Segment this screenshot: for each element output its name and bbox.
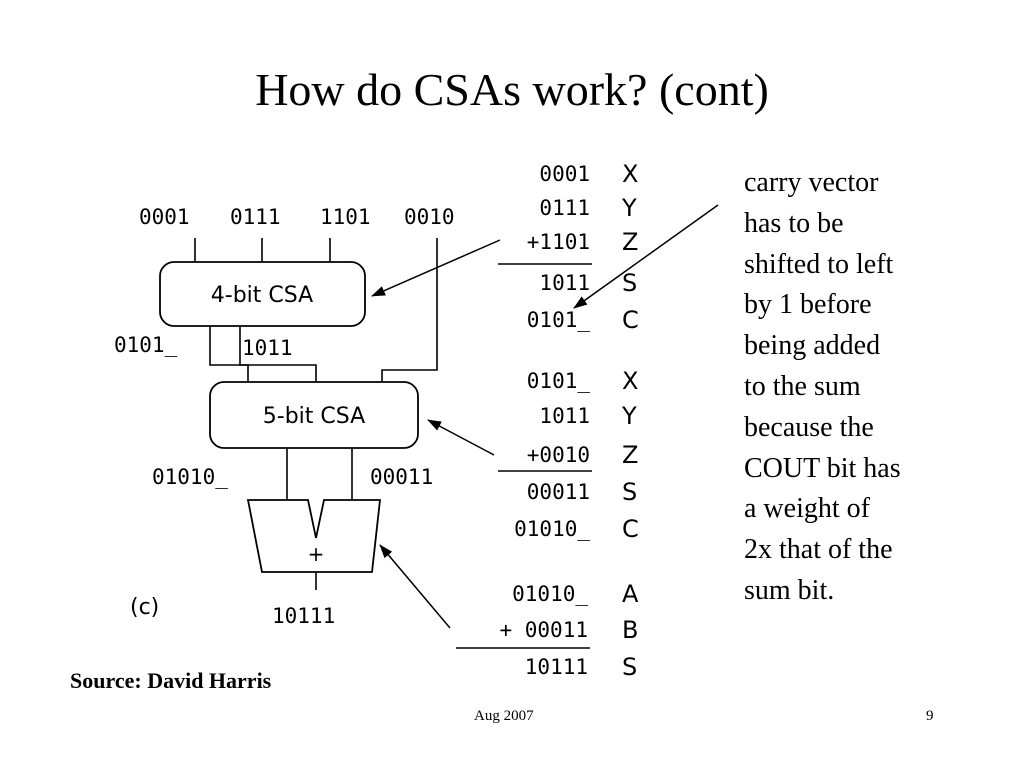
eq2-z-var: Z [622, 441, 638, 469]
csa-4bit-block [159, 261, 366, 327]
csa2-sum-out: 00011 [370, 465, 433, 489]
eq2-z-value: +0010 [527, 443, 590, 467]
arrow-caption-to-carry [573, 204, 719, 309]
eq3-b-var: B [622, 616, 638, 644]
footer-date: Aug 2007 [474, 708, 534, 724]
eq2-s-var: S [622, 478, 637, 506]
eq1-z-value: +1101 [527, 230, 590, 254]
arrow-to-adder [379, 544, 451, 629]
panel-label: (c) [130, 595, 159, 620]
eq1-c-value: 0101_ [527, 308, 591, 332]
eq3-s-value: 10111 [525, 655, 588, 679]
page-number: 9 [926, 708, 934, 724]
eq1-s-var: S [622, 269, 637, 297]
caption-line: shifted to left [744, 248, 894, 280]
csa1-sum-out: 1011 [242, 336, 293, 360]
caption-line: carry vector [744, 167, 879, 198]
eq1-x-value: 0001 [539, 162, 590, 186]
final-adder-block [246, 499, 382, 573]
csa2-carry-out: 01010_ [152, 465, 228, 489]
input-1101: 1101 [320, 205, 371, 229]
caption-line: sum bit. [744, 574, 835, 606]
csa-4bit-label: 4-bit CSA [211, 283, 313, 308]
eq2-y-var: Y [621, 402, 637, 430]
eq2-x-var: X [622, 367, 638, 395]
adder-result: 10111 [272, 604, 335, 628]
caption-text: carry vector has to be shifted to left b… [744, 163, 954, 612]
csa1-carry-out: 0101_ [114, 333, 178, 357]
adder-plus-symbol: + [308, 542, 325, 566]
caption-line: to the sum [744, 370, 861, 402]
eq3-s-var: S [622, 653, 637, 681]
slide-title: How do CSAs work? (cont) [255, 64, 769, 115]
caption-line: has to be [744, 207, 844, 239]
eq1-y-value: 0111 [539, 196, 590, 220]
csa2-output-wires [286, 448, 353, 500]
source-credit: Source: David Harris [70, 668, 272, 693]
csa-5bit-label: 5-bit CSA [263, 404, 365, 429]
input-wires [194, 238, 438, 382]
eq3-b-value: + 00011 [499, 618, 588, 642]
arrow-to-csa5 [427, 419, 495, 456]
eq2-x-value: 0101_ [527, 369, 591, 393]
eq1-z-var: Z [622, 228, 638, 256]
eq2-y-value: 1011 [539, 404, 590, 428]
caption-line: because the [744, 411, 874, 443]
arrow-to-csa4 [371, 239, 501, 297]
eq2-c-value: 01010_ [514, 517, 590, 541]
eq1-y-var: Y [621, 194, 637, 222]
caption-line: COUT bit has [744, 452, 901, 484]
csa-5bit-block [209, 381, 419, 449]
eq1-x-var: X [622, 160, 638, 188]
caption-line: by 1 before [744, 289, 872, 321]
caption-line: being added [744, 330, 881, 362]
input-0010: 0010 [404, 205, 455, 229]
eq2-s-value: 00011 [527, 480, 590, 504]
eq2-c-var: C [622, 515, 639, 543]
input-0001: 0001 [139, 205, 190, 229]
eq3-a-var: A [622, 580, 639, 608]
eq1-s-value: 1011 [539, 271, 590, 295]
caption-line: 2x that of the [744, 534, 893, 566]
eq3-a-value: 01010_ [512, 582, 588, 606]
eq1-c-var: C [622, 306, 639, 334]
caption-line: a weight of [744, 493, 870, 525]
csa1-output-wires [209, 326, 317, 382]
input-0111: 0111 [230, 205, 281, 229]
